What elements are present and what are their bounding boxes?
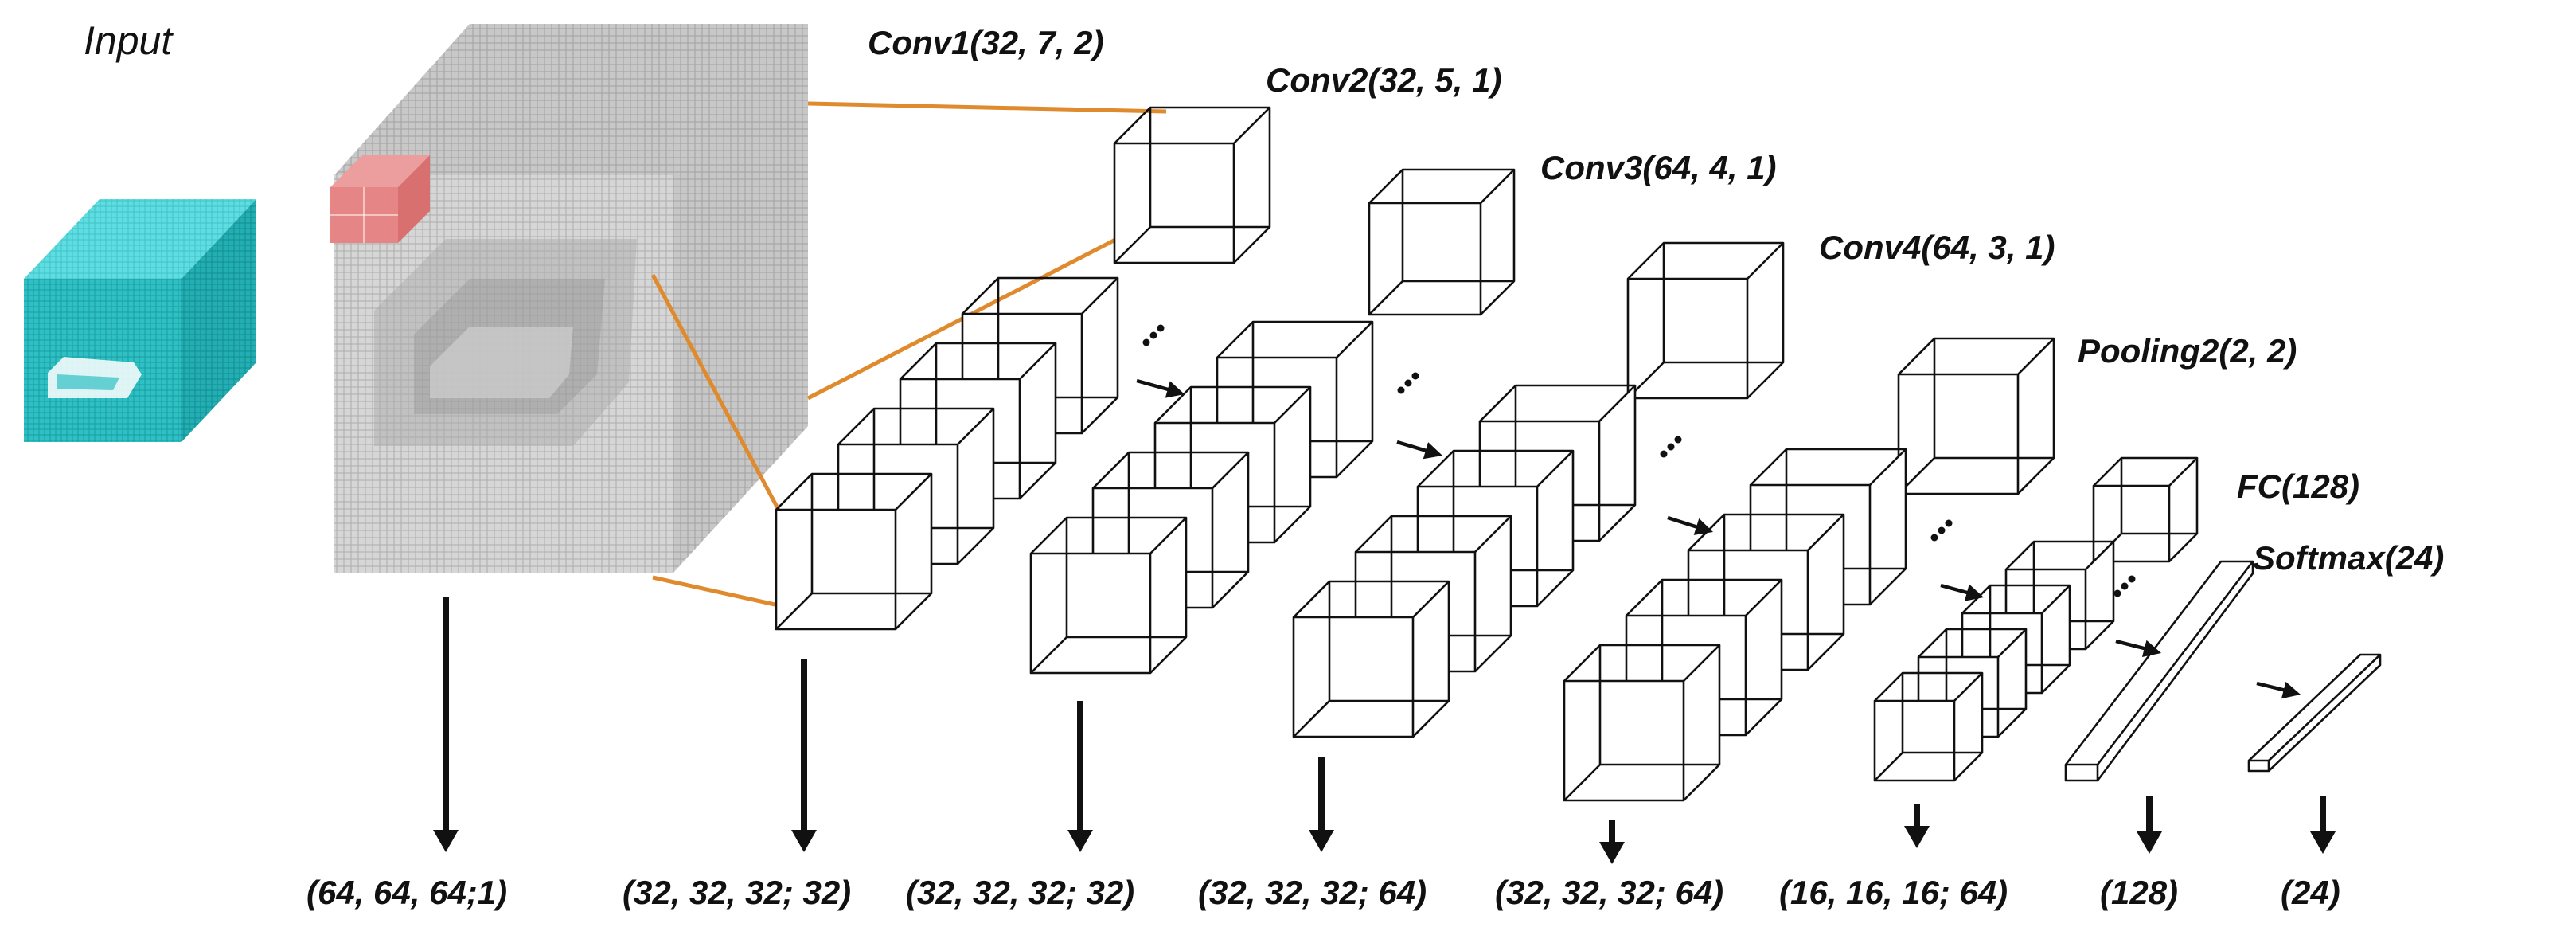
arrow-down-icon xyxy=(1599,820,1625,864)
shape-softmax: (24) xyxy=(2281,874,2340,911)
stack-conv4-cube-4 xyxy=(1563,644,1721,802)
arrow-down-icon xyxy=(2137,796,2162,854)
shape-conv2: (32, 32, 32; 32) xyxy=(906,874,1134,911)
ellipsis-icon xyxy=(1930,519,1953,542)
voxel-volume xyxy=(334,24,808,573)
shape-conv4: (32, 32, 32; 64) xyxy=(1495,874,1723,911)
arrow-right-icon xyxy=(1396,440,1442,460)
arrow-right-icon xyxy=(2256,681,2301,699)
label-softmax: Softmax(24) xyxy=(2253,539,2444,577)
arrow-right-icon xyxy=(1667,515,1713,535)
label-conv1: Conv1(32, 7, 2) xyxy=(868,24,1103,61)
ellipsis-icon xyxy=(1142,324,1165,346)
feature-map-cubes xyxy=(775,106,2382,802)
softmax-bar xyxy=(2247,653,2382,773)
shape-fc: (128) xyxy=(2100,874,2178,911)
arrow-down-icon xyxy=(1904,804,1930,848)
kernel-cube xyxy=(330,155,430,243)
input-title: Input xyxy=(84,18,174,63)
kernel-conv2 xyxy=(1368,168,1516,316)
arrow-down-icon xyxy=(1309,757,1334,852)
arrow-down-icon xyxy=(791,659,817,852)
connector-lines xyxy=(650,101,1168,608)
shape-input: (64, 64, 64;1) xyxy=(306,874,507,911)
arrow-down-icon xyxy=(1067,701,1093,852)
stack-conv2-cube-4 xyxy=(1029,516,1188,675)
ellipsis-icon xyxy=(2113,575,2136,597)
stack-markers xyxy=(1136,324,2301,699)
arrow-down-icon xyxy=(433,597,459,852)
stack-pool-cube-4 xyxy=(1873,671,1984,782)
arrow-right-icon xyxy=(1136,378,1185,398)
label-conv3: Conv3(64, 4, 1) xyxy=(1540,149,1776,186)
shape-pooling2: (16, 16, 16; 64) xyxy=(1779,874,2008,911)
ellipsis-icon xyxy=(1397,372,1419,394)
down-arrows xyxy=(433,597,2336,864)
arrow-right-icon xyxy=(1940,583,1984,601)
kernel-conv1 xyxy=(1113,106,1271,264)
kernel-conv3 xyxy=(1626,241,1785,400)
fc-bar xyxy=(2064,560,2254,782)
label-conv2: Conv2(32, 5, 1) xyxy=(1266,61,1501,99)
label-conv4: Conv4(64, 3, 1) xyxy=(1819,229,2055,266)
ellipsis-icon xyxy=(1660,436,1682,458)
shape-conv1: (32, 32, 32; 32) xyxy=(623,874,851,911)
shape-conv3: (32, 32, 32; 64) xyxy=(1198,874,1427,911)
kernel-conv4 xyxy=(1897,337,2055,495)
arrow-down-icon xyxy=(2310,796,2336,854)
label-pooling2: Pooling2(2, 2) xyxy=(2078,332,2297,370)
stack-conv1-cube-4 xyxy=(775,472,933,631)
stack-conv3-cube-4 xyxy=(1292,580,1450,738)
label-fc: FC(128) xyxy=(2237,468,2359,505)
arrow-right-icon xyxy=(2115,639,2161,658)
input-voxel-cube xyxy=(24,199,256,442)
kernel-pool xyxy=(2092,456,2199,563)
